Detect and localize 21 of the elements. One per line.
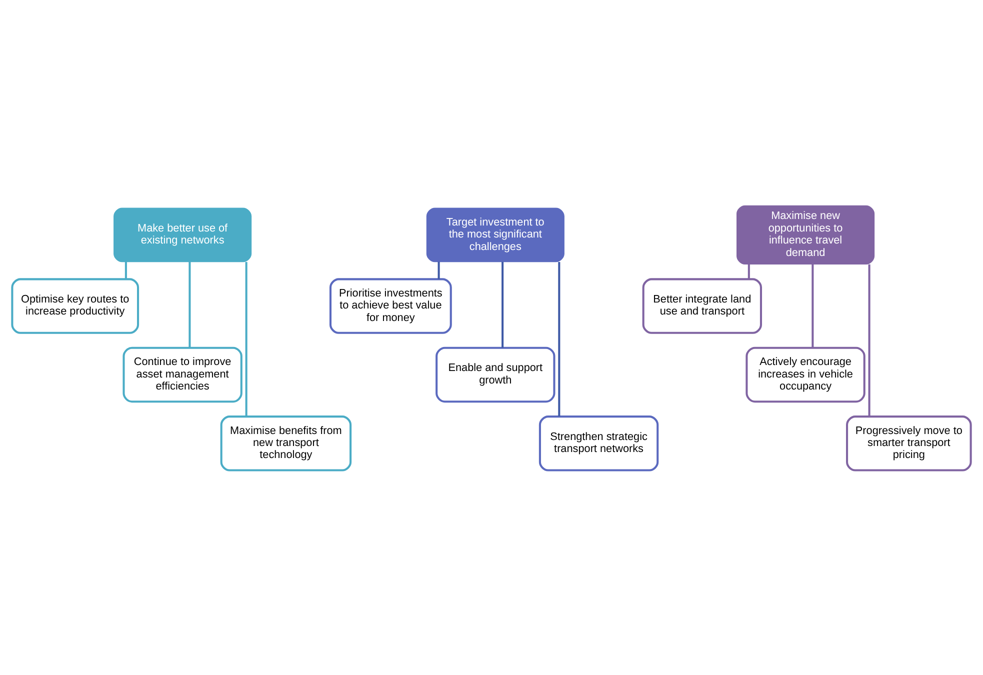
connector <box>188 261 191 348</box>
connector <box>245 262 248 416</box>
connector <box>812 264 814 348</box>
node-box: Better integrate land use and transport <box>642 278 762 334</box>
connector <box>748 264 750 279</box>
connector <box>438 261 440 279</box>
node-box: Continue to improve asset management efficiencies <box>122 346 242 402</box>
node-box: Enable and support growth <box>436 346 556 402</box>
node-box: Maximise new opportunities to influence travel demand <box>736 204 875 264</box>
node-box: Strengthen strategic transport networks <box>538 415 659 471</box>
connector <box>868 264 870 416</box>
node-box: Optimise key routes to increase productivity <box>11 278 140 334</box>
node-box: Prioritise investments to achieve best value for money <box>329 278 452 334</box>
node-box: Make better use of existing networks <box>114 207 252 262</box>
node-box: Actively encourage increases in vehicle occupancy <box>746 346 866 402</box>
node-box: Maximise benefits from new transport technology <box>220 415 352 471</box>
connector <box>558 262 560 416</box>
connector <box>124 261 127 279</box>
connector <box>502 261 504 348</box>
node-box: Progressively move to smarter transport pricing <box>846 415 972 471</box>
node-box: Target investment to the most significant challenges <box>426 207 564 262</box>
